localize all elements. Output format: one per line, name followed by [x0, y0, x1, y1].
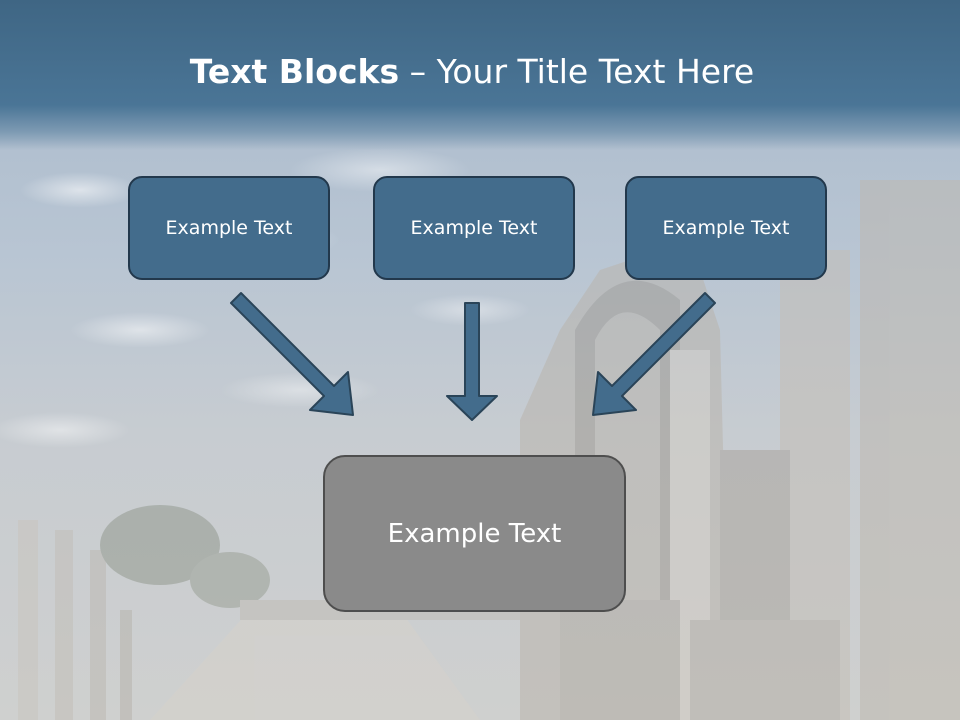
- slide-title: Text Blocks – Your Title Text Here: [0, 52, 944, 91]
- text-block-1-label: Example Text: [165, 217, 293, 239]
- arrow-right: [592, 292, 716, 416]
- arrow-center: [446, 302, 498, 421]
- text-block-2-label: Example Text: [410, 217, 538, 239]
- title-dash: –: [399, 52, 437, 91]
- text-block-1[interactable]: Example Text: [128, 176, 330, 280]
- text-block-3[interactable]: Example Text: [625, 176, 827, 280]
- target-block-label: Example Text: [387, 518, 562, 549]
- text-block-3-label: Example Text: [662, 217, 790, 239]
- title-bold: Text Blocks: [189, 52, 400, 91]
- title-rest: Your Title Text Here: [436, 52, 755, 91]
- target-block[interactable]: Example Text: [323, 455, 626, 612]
- arrow-left: [230, 292, 354, 416]
- header-band: [0, 0, 960, 150]
- text-block-2[interactable]: Example Text: [373, 176, 575, 280]
